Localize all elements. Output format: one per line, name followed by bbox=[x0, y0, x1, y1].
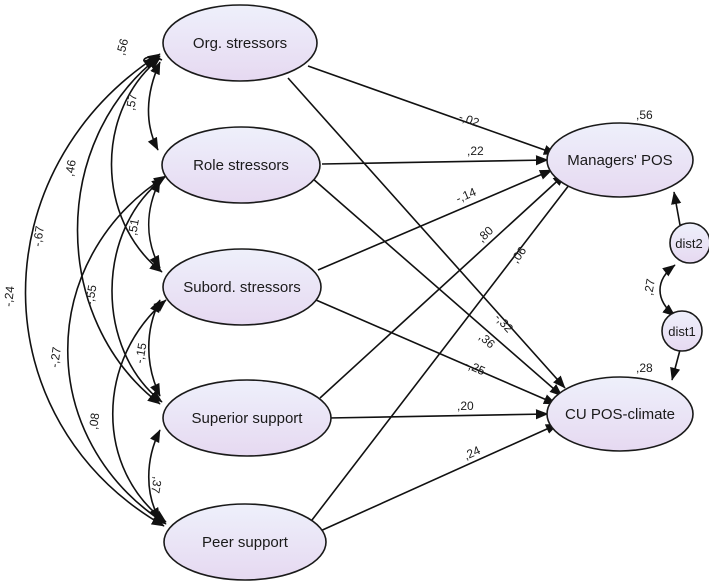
coef-org-superior: -,67 bbox=[30, 225, 47, 248]
arc-org-role bbox=[147, 61, 161, 151]
coef-org-role: ,57 bbox=[123, 92, 140, 111]
path-peer-cu bbox=[317, 423, 559, 533]
coef-subord-peer: ,08 bbox=[86, 412, 102, 431]
path-subord-managers bbox=[317, 169, 553, 271]
coef-org-managers: -,02 bbox=[457, 110, 482, 130]
node-subord-stressors: Subord. stressors bbox=[162, 248, 322, 326]
path-superior-cu bbox=[327, 409, 549, 420]
node-cu-pos-climate-label: CU POS-climate bbox=[565, 406, 675, 423]
variance-managers-pos: ,56 bbox=[636, 108, 653, 122]
arc-role-peer bbox=[67, 175, 167, 525]
coef-dist: ,27 bbox=[641, 277, 658, 296]
coef-role-cu: ,36 bbox=[476, 330, 498, 352]
node-superior-support-label: Superior support bbox=[192, 410, 304, 427]
arc-subord-peer bbox=[111, 299, 167, 523]
path-dist1-cu bbox=[670, 349, 681, 381]
node-dist1-label: dist1 bbox=[668, 324, 695, 339]
node-peer-support: Peer support bbox=[163, 503, 327, 581]
arc-dist bbox=[659, 264, 676, 317]
coef-subord-cu: -,25 bbox=[463, 357, 488, 378]
node-org-stressors: Org. stressors bbox=[162, 4, 318, 82]
coef-role-subord: ,51 bbox=[125, 217, 142, 236]
path-org-managers bbox=[307, 65, 557, 155]
path-dist2-managers bbox=[671, 191, 682, 226]
nodes: Org. stressors Role stressors Subord. st… bbox=[161, 4, 709, 581]
path-superior-managers bbox=[319, 173, 566, 399]
arc-org-peer bbox=[24, 53, 165, 527]
node-managers-pos: Managers' POS bbox=[546, 122, 694, 198]
coef-role-superior: -,55 bbox=[82, 283, 99, 306]
node-managers-pos-label: Managers' POS bbox=[567, 152, 672, 169]
coef-superior-peer: ,37 bbox=[148, 475, 165, 494]
correlation-coefficients: ,56 ,57 ,46 -,67 -,24 ,51 -,55 -,27 -,15… bbox=[1, 37, 658, 495]
path-subord-cu bbox=[315, 299, 557, 405]
coef-superior-cu: ,20 bbox=[457, 399, 474, 413]
coef-org-cu: -,32 bbox=[492, 311, 516, 336]
coef-superior-managers: ,80 bbox=[474, 223, 496, 245]
node-role-stressors: Role stressors bbox=[161, 126, 321, 204]
coef-org-subord: ,46 bbox=[62, 158, 79, 177]
arc-role-superior bbox=[111, 177, 165, 403]
path-role-managers bbox=[321, 155, 549, 166]
coef-peer-managers: ,06 bbox=[508, 244, 529, 266]
node-superior-support: Superior support bbox=[162, 379, 332, 457]
coef-role-managers: ,22 bbox=[467, 144, 484, 158]
coef-subord-superior: -,15 bbox=[132, 341, 149, 364]
coef-org-loop: ,56 bbox=[113, 37, 131, 57]
arc-role-subord bbox=[147, 179, 161, 269]
node-dist1: dist1 bbox=[661, 310, 703, 352]
node-dist2: dist2 bbox=[669, 222, 709, 264]
path-role-cu bbox=[311, 177, 563, 397]
coef-role-peer: -,27 bbox=[47, 346, 64, 369]
path-peer-managers bbox=[311, 175, 577, 521]
directed-paths bbox=[287, 65, 682, 533]
coef-org-peer: -,24 bbox=[1, 285, 17, 307]
variance-cu-pos-climate: ,28 bbox=[636, 361, 653, 375]
node-cu-pos-climate: CU POS-climate bbox=[546, 376, 694, 452]
node-subord-stressors-label: Subord. stressors bbox=[183, 279, 301, 296]
node-peer-support-label: Peer support bbox=[202, 534, 289, 551]
node-org-stressors-label: Org. stressors bbox=[193, 35, 287, 52]
node-dist2-label: dist2 bbox=[675, 236, 702, 251]
arc-superior-peer bbox=[147, 429, 161, 521]
correlation-arcs bbox=[24, 53, 676, 527]
path-org-cu bbox=[287, 77, 566, 389]
node-role-stressors-label: Role stressors bbox=[193, 157, 289, 174]
arc-org-subord bbox=[110, 57, 163, 273]
coef-peer-cu: ,24 bbox=[462, 443, 483, 463]
